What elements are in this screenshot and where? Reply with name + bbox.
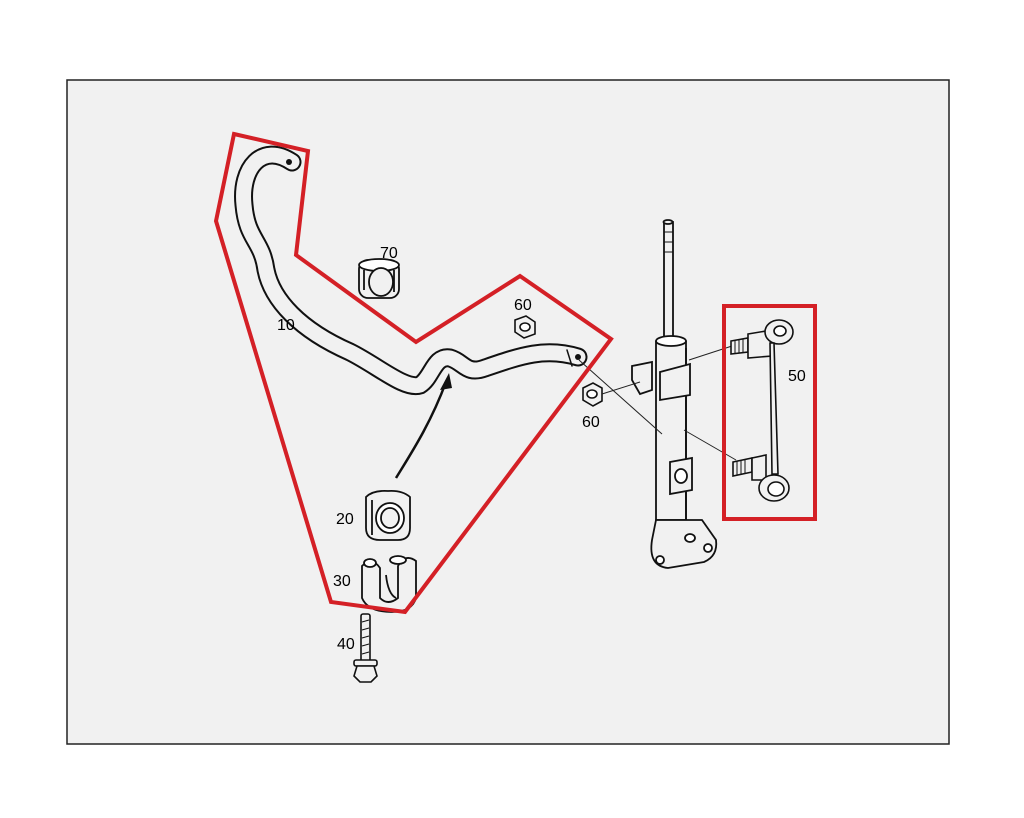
diagram-frame	[66, 79, 950, 745]
rubber-bushing-20	[365, 489, 411, 541]
label-part-50: 50	[788, 368, 806, 385]
assembly-arrow	[394, 373, 452, 479]
label-part-40: 40	[337, 636, 355, 653]
bolt-40	[353, 613, 378, 683]
label-part-60-upper: 60	[514, 297, 532, 314]
highlight-link-50	[722, 304, 817, 521]
bracket-clamp-30	[361, 555, 417, 613]
nut-60-upper	[514, 315, 536, 339]
shock-strut	[631, 219, 718, 569]
highlight-stabilizer-kit	[213, 131, 614, 615]
label-part-60-lower: 60	[582, 414, 600, 431]
stabilizer-bar	[234, 145, 588, 396]
stabilizer-link-50	[730, 319, 794, 502]
label-part-10: 10	[277, 317, 295, 334]
label-part-70: 70	[380, 245, 398, 262]
rubber-mount-70	[358, 258, 400, 299]
label-part-20: 20	[336, 511, 354, 528]
nut-60-lower	[582, 382, 603, 407]
label-part-30: 30	[333, 573, 351, 590]
